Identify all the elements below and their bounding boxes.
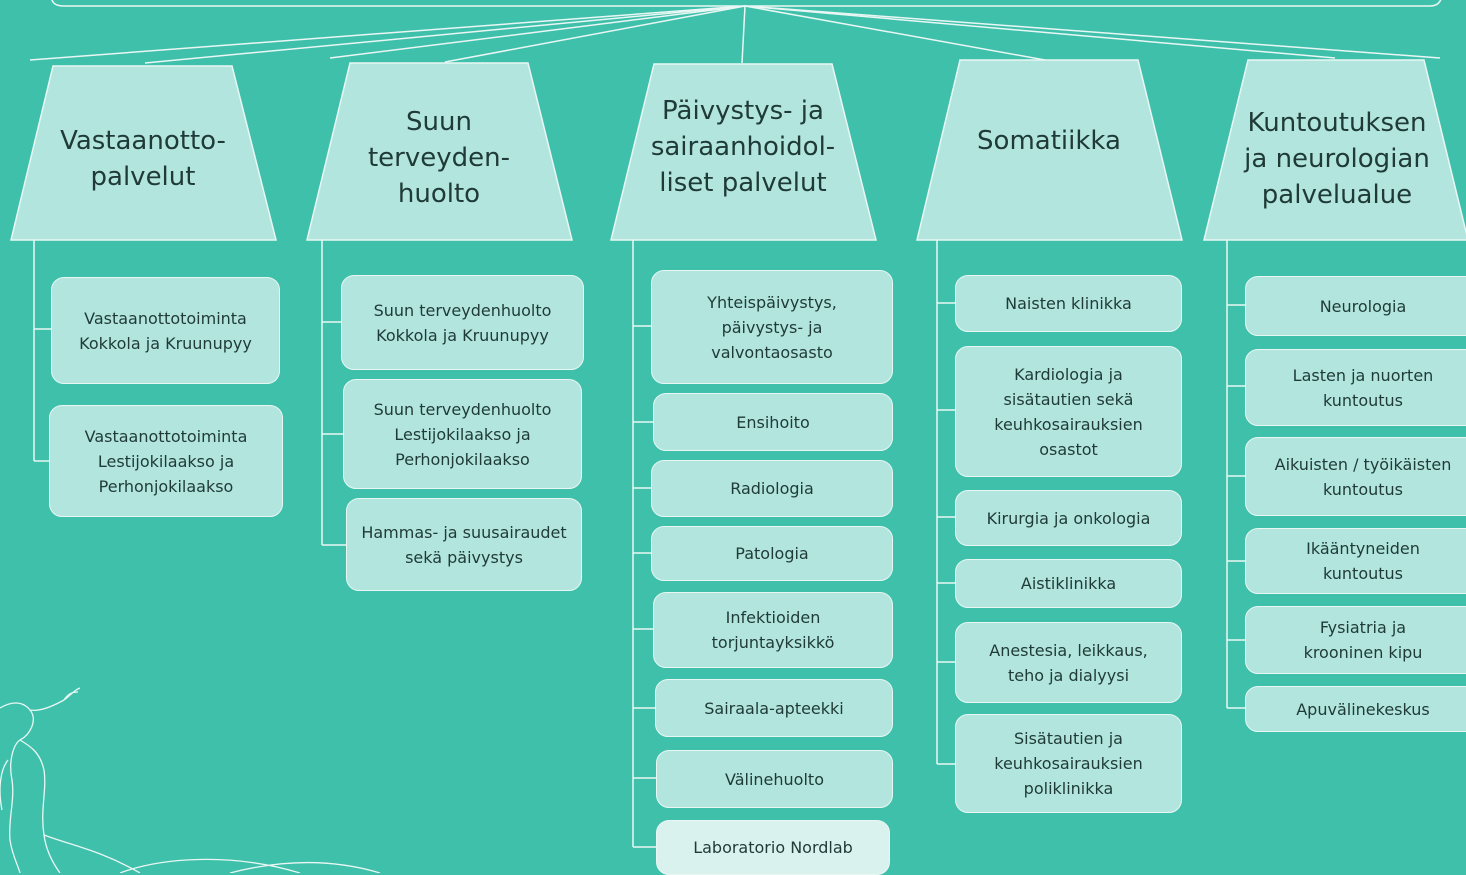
- unit-box: Naisten klinikka: [955, 275, 1182, 332]
- unit-box: Sisätautien ja keuhkosairauksien polikli…: [955, 714, 1182, 813]
- unit-box: Ensihoito: [653, 393, 893, 451]
- unit-box: Fysiatria ja krooninen kipu: [1245, 606, 1466, 674]
- decorative-figure-illustration: [0, 687, 381, 873]
- column-head-somatiikka: Somatiikka: [977, 126, 1121, 156]
- column-head-vastaanottopalvelut: Vastaanotto- palvelut: [60, 126, 226, 192]
- unit-box: Laboratorio Nordlab: [656, 820, 890, 875]
- unit-box: Apuvälinekeskus: [1245, 686, 1466, 732]
- unit-box: Kirurgia ja onkologia: [955, 490, 1182, 546]
- column-head-suun-terveydenhuolto: Suun terveyden- huolto: [367, 106, 510, 209]
- unit-box: Neurologia: [1245, 276, 1466, 336]
- column-head-kuntoutuksen-ja-neurologian-palvelualue: Kuntoutuksen ja neurologian palvelualue: [1244, 108, 1430, 210]
- column-head-shape-4: [916, 59, 1183, 241]
- unit-box: Aistiklinikka: [955, 559, 1182, 608]
- unit-box: Kardiologia ja sisätautien sekä keuhkosa…: [955, 346, 1182, 477]
- column-head-shape-5: [1203, 59, 1466, 241]
- column-head-shape-1: [10, 65, 277, 241]
- unit-box: Aikuisten / työikäisten kuntoutus: [1245, 437, 1466, 516]
- unit-box: Infektioiden torjuntayksikkö: [653, 592, 893, 668]
- unit-box: Suun terveydenhuolto Kokkola ja Kruunupy…: [341, 275, 584, 370]
- column-head-shape-3: [610, 63, 877, 241]
- column-head-shape-2: [306, 62, 573, 241]
- unit-box: Suun terveydenhuolto Lestijokilaakso ja …: [343, 379, 582, 489]
- unit-box: Yhteispäivystys, päivystys- ja valvontao…: [651, 270, 893, 384]
- unit-box: Välinehuolto: [656, 750, 893, 808]
- unit-box: Vastaanottotoiminta Lestijokilaakso ja P…: [49, 405, 283, 517]
- unit-box: Patologia: [651, 526, 893, 581]
- column-head-paivystys-ja-sairaanhoidolliset-palvelut: Päivystys- ja sairaanhoidol- liset palve…: [650, 96, 836, 198]
- unit-box: Sairaala-apteekki: [655, 679, 893, 737]
- unit-box: Vastaanottotoiminta Kokkola ja Kruunupyy: [51, 277, 280, 384]
- unit-box: Radiologia: [651, 460, 893, 517]
- top-banner: [51, 0, 1442, 7]
- unit-box: Hammas- ja suusairaudet sekä päivystys: [346, 498, 582, 591]
- unit-box: Anestesia, leikkaus, teho ja dialyysi: [955, 622, 1182, 703]
- unit-box: Ikääntyneiden kuntoutus: [1245, 528, 1466, 594]
- unit-box: Lasten ja nuorten kuntoutus: [1245, 349, 1466, 426]
